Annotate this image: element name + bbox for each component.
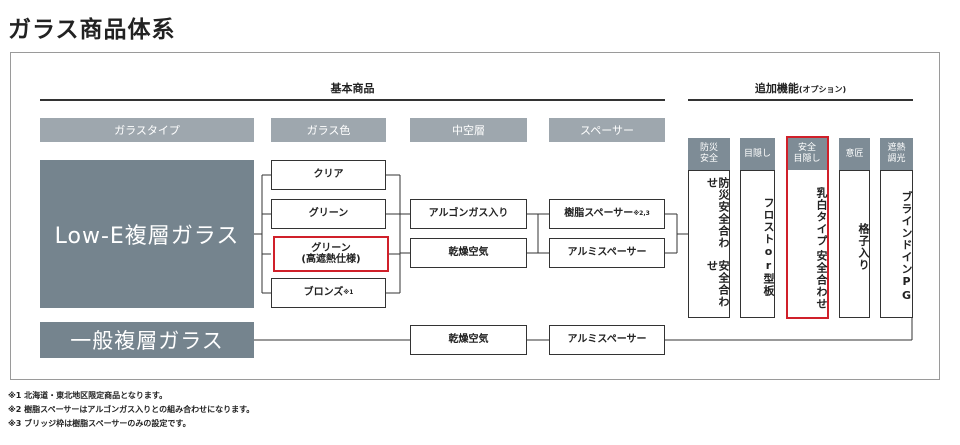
note-2: ※2 樹脂スペーサーはアルゴンガス入りとの組み合わせになります。: [8, 405, 255, 414]
header-glass-color: ガラス色: [271, 118, 386, 142]
basic-rule: [40, 99, 665, 101]
bronze-label: ブロンズ: [303, 287, 344, 299]
page-title: ガラス商品体系: [8, 17, 176, 43]
option-head-disaster: 防災 安全: [688, 138, 730, 170]
option-head-safety-privacy: 安全 目隠し: [786, 138, 828, 170]
color-clear: クリア: [271, 160, 386, 190]
hollow-dry-air-lowe: 乾燥空気: [410, 238, 527, 268]
glass-type-general: 一般複層ガラス: [40, 322, 254, 358]
option-head-design: 意匠: [839, 138, 870, 170]
green-heat-line2: (高遮熱仕様): [301, 254, 361, 265]
option-disaster-col-b: 安全合わせ: [705, 259, 730, 308]
spacer-resin-note-mark: ※2,3: [633, 209, 650, 217]
option-disaster-col-a: 防災安全合わせ: [705, 177, 730, 249]
basic-products-title: 基本商品: [330, 82, 375, 95]
option-heat-light-col: ブラインドインPG: [900, 191, 913, 303]
header-spacer: スペーサー: [549, 118, 665, 142]
option-privacy-col: フロストor型板: [762, 197, 775, 297]
spacer-resin: 樹脂スペーサー※2,3: [549, 199, 665, 229]
option-col-privacy: フロストor型板: [740, 170, 775, 318]
color-bronze: ブロンズ※1: [271, 278, 386, 308]
diagram-frame: [10, 52, 940, 380]
color-green-high-heat: グリーン (高遮熱仕様): [273, 236, 389, 272]
header-glass-type: ガラスタイプ: [40, 118, 254, 142]
spacer-resin-label: 樹脂スペーサー: [564, 208, 634, 220]
option-col-safety-privacy: 安全合わせ 乳白タイプ: [786, 136, 829, 319]
bronze-note-mark: ※1: [343, 288, 354, 296]
glass-type-low-e: Low-E複層ガラス: [40, 160, 254, 308]
option-col-disaster: 安全合わせ 防災安全合わせ: [688, 170, 730, 318]
hollow-argon: アルゴンガス入り: [410, 199, 527, 229]
option-col-heat-light: ブラインドインPG: [880, 170, 913, 318]
option-head-heat-light: 遮熱 調光: [880, 138, 913, 170]
spacer-alumi-lowe: アルミスペーサー: [549, 238, 665, 268]
additional-title: 追加機能(オプション): [754, 82, 847, 95]
header-hollow-layer: 中空層: [410, 118, 527, 142]
green-heat-line1: グリーン: [311, 242, 351, 254]
option-col-design: 格子入り: [839, 170, 870, 318]
spacer-alumi-general: アルミスペーサー: [549, 325, 665, 355]
additional-rule: [688, 99, 913, 101]
option-safety-col-b: 乳白タイプ: [815, 187, 828, 247]
note-3: ※3 ブリッジ枠は樹脂スペーサーのみの設定です。: [8, 419, 191, 428]
note-1: ※1 北海道・東北地区限定商品となります。: [8, 391, 168, 400]
hollow-dry-air-general: 乾燥空気: [410, 325, 527, 355]
option-head-privacy: 目隠し: [740, 138, 775, 170]
option-safety-col-a: 安全合わせ: [815, 250, 828, 310]
option-design-col: 格子入り: [857, 223, 870, 271]
color-green: グリーン: [271, 199, 386, 229]
